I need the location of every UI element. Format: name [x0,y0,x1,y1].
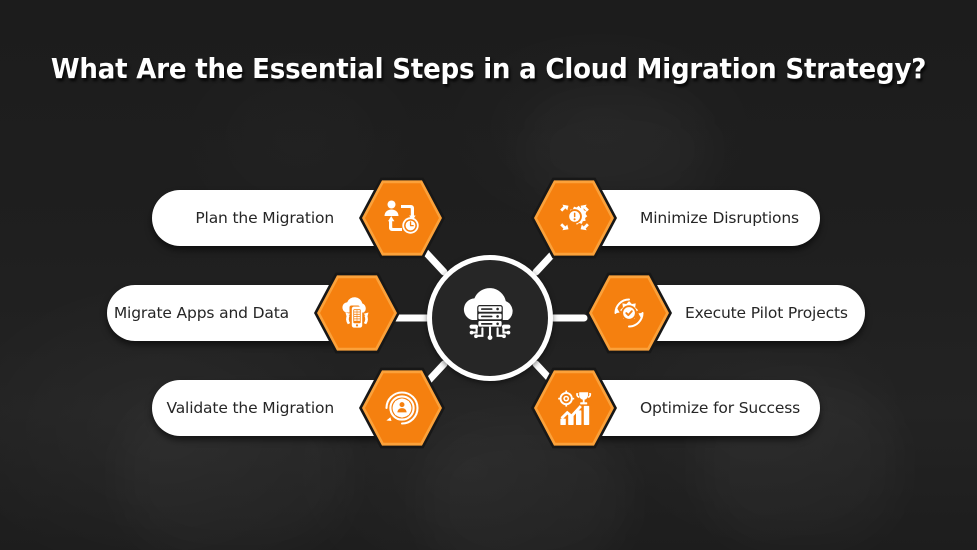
step-hexagon-plan-the-migration[interactable] [359,175,445,261]
step-label: Optimize for Success [640,399,801,417]
step-pill-optimize-for-success[interactable]: Optimize for Success [568,380,820,436]
user-cycle-clock-icon [384,200,419,234]
step-hexagon-validate-the-migration[interactable] [359,365,445,451]
step-label: Validate the Migration [166,399,334,417]
step-label: Plan the Migration [195,209,334,227]
step-label: Minimize Disruptions [640,209,799,227]
step-hexagon-optimize-for-success[interactable] [531,365,617,451]
page-title: What Are the Essential Steps in a Cloud … [50,52,927,85]
step-label: Execute Pilot Projects [685,304,848,322]
gear-check-icon [614,298,644,328]
bar-chart-trophy-icon [558,390,592,425]
validation-badge-icon [385,391,419,425]
step-label: Migrate Apps and Data [113,304,289,322]
center-hub[interactable] [427,255,553,381]
cloud-server-network-icon [463,288,513,340]
step-hexagon-migrate-apps-and-data[interactable] [314,270,400,356]
step-hexagon-minimize-disruptions[interactable] [531,175,617,261]
hexagon-face [365,183,439,253]
step-hexagon-execute-pilot-projects[interactable] [586,270,672,356]
cloud-mobile-sync-icon [342,297,369,328]
gear-arrows-alert-icon [560,204,589,231]
